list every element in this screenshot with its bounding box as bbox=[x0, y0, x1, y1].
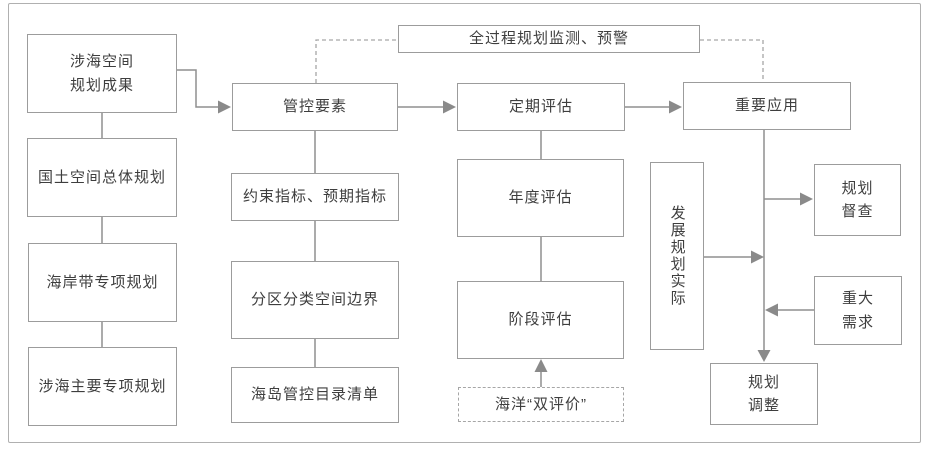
box-development-planning-reality: 发展规划实际 bbox=[650, 162, 704, 350]
box-sea-related-special-plans: 涉海主要专项规划 bbox=[28, 347, 177, 426]
box-stage-evaluation: 阶段评估 bbox=[457, 281, 624, 359]
box-annual-evaluation: 年度评估 bbox=[457, 159, 624, 237]
box-periodic-evaluation: 定期评估 bbox=[457, 83, 625, 131]
box-ocean-double-evaluation: 海洋“双评价” bbox=[458, 387, 624, 422]
box-important-application: 重要应用 bbox=[683, 82, 851, 130]
box-coastal-zone-special-plan: 海岸带专项规划 bbox=[28, 243, 177, 322]
box-island-control-catalog: 海岛管控目录清单 bbox=[231, 367, 399, 423]
box-territorial-space-master-plan: 国土空间总体规划 bbox=[27, 138, 177, 217]
box-sea-space-planning-results: 涉海空间 规划成果 bbox=[27, 34, 177, 113]
box-major-demand: 重大 需求 bbox=[814, 276, 902, 345]
box-control-elements: 管控要素 bbox=[232, 83, 398, 131]
box-process-monitoring: 全过程规划监测、预警 bbox=[398, 25, 700, 53]
box-planning-supervision: 规划 督查 bbox=[814, 164, 901, 236]
box-constraint-expected-indicators: 约束指标、预期指标 bbox=[231, 173, 399, 221]
box-zoning-space-boundaries: 分区分类空间边界 bbox=[231, 261, 399, 339]
box-planning-adjustment: 规划 调整 bbox=[710, 363, 818, 425]
